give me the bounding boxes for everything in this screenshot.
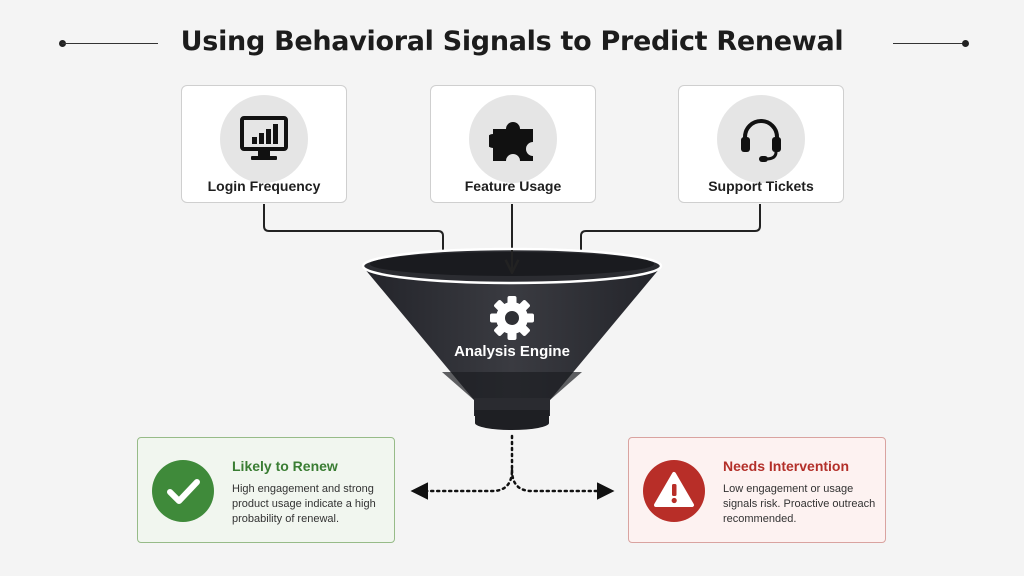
engine-label: Analysis Engine [454, 343, 570, 360]
checkmark-icon [167, 479, 200, 504]
title-rule-left [62, 43, 158, 44]
warning-icon [654, 472, 694, 507]
monitor-chart-icon [240, 116, 288, 160]
title-row: Using Behavioral Signals to Predict Rene… [0, 24, 1024, 64]
signal-icon-circle [717, 95, 805, 183]
signal-card-support-tickets: Support Tickets [678, 85, 844, 203]
headset-icon [741, 119, 781, 162]
page-title: Using Behavioral Signals to Predict Rene… [180, 26, 844, 57]
signal-label: Feature Usage [464, 178, 562, 194]
title-rule-right [893, 43, 965, 44]
outcome-card-likely-to-renew: Likely to Renew High engagement and stro… [137, 437, 395, 543]
puzzle-piece-icon [489, 122, 533, 161]
dotted-branch-right [510, 468, 615, 500]
outcome-description: High engagement and strong product usage… [232, 483, 376, 525]
signal-label: Login Frequency [207, 178, 321, 194]
signal-icon-circle [469, 95, 557, 183]
outcome-badge [152, 460, 214, 522]
signal-card-feature-usage: Feature Usage [430, 85, 596, 203]
title-rule-dot-right [962, 40, 969, 47]
signal-icon-circle [220, 95, 308, 183]
connector-login [263, 204, 443, 271]
outcome-badge [643, 460, 705, 522]
outcome-title: Needs Intervention [723, 458, 850, 474]
signal-label: Support Tickets [708, 178, 814, 194]
gear-icon [490, 296, 534, 340]
outcome-title: Likely to Renew [232, 458, 338, 474]
dotted-branch-left [410, 434, 514, 500]
connector-support [581, 204, 761, 271]
outcome-card-needs-intervention: Needs Intervention Low engagement or usa… [628, 437, 886, 543]
outcome-description: Low engagement or usage signals risk. Pr… [723, 483, 876, 525]
signal-card-login-frequency: Login Frequency [181, 85, 347, 203]
